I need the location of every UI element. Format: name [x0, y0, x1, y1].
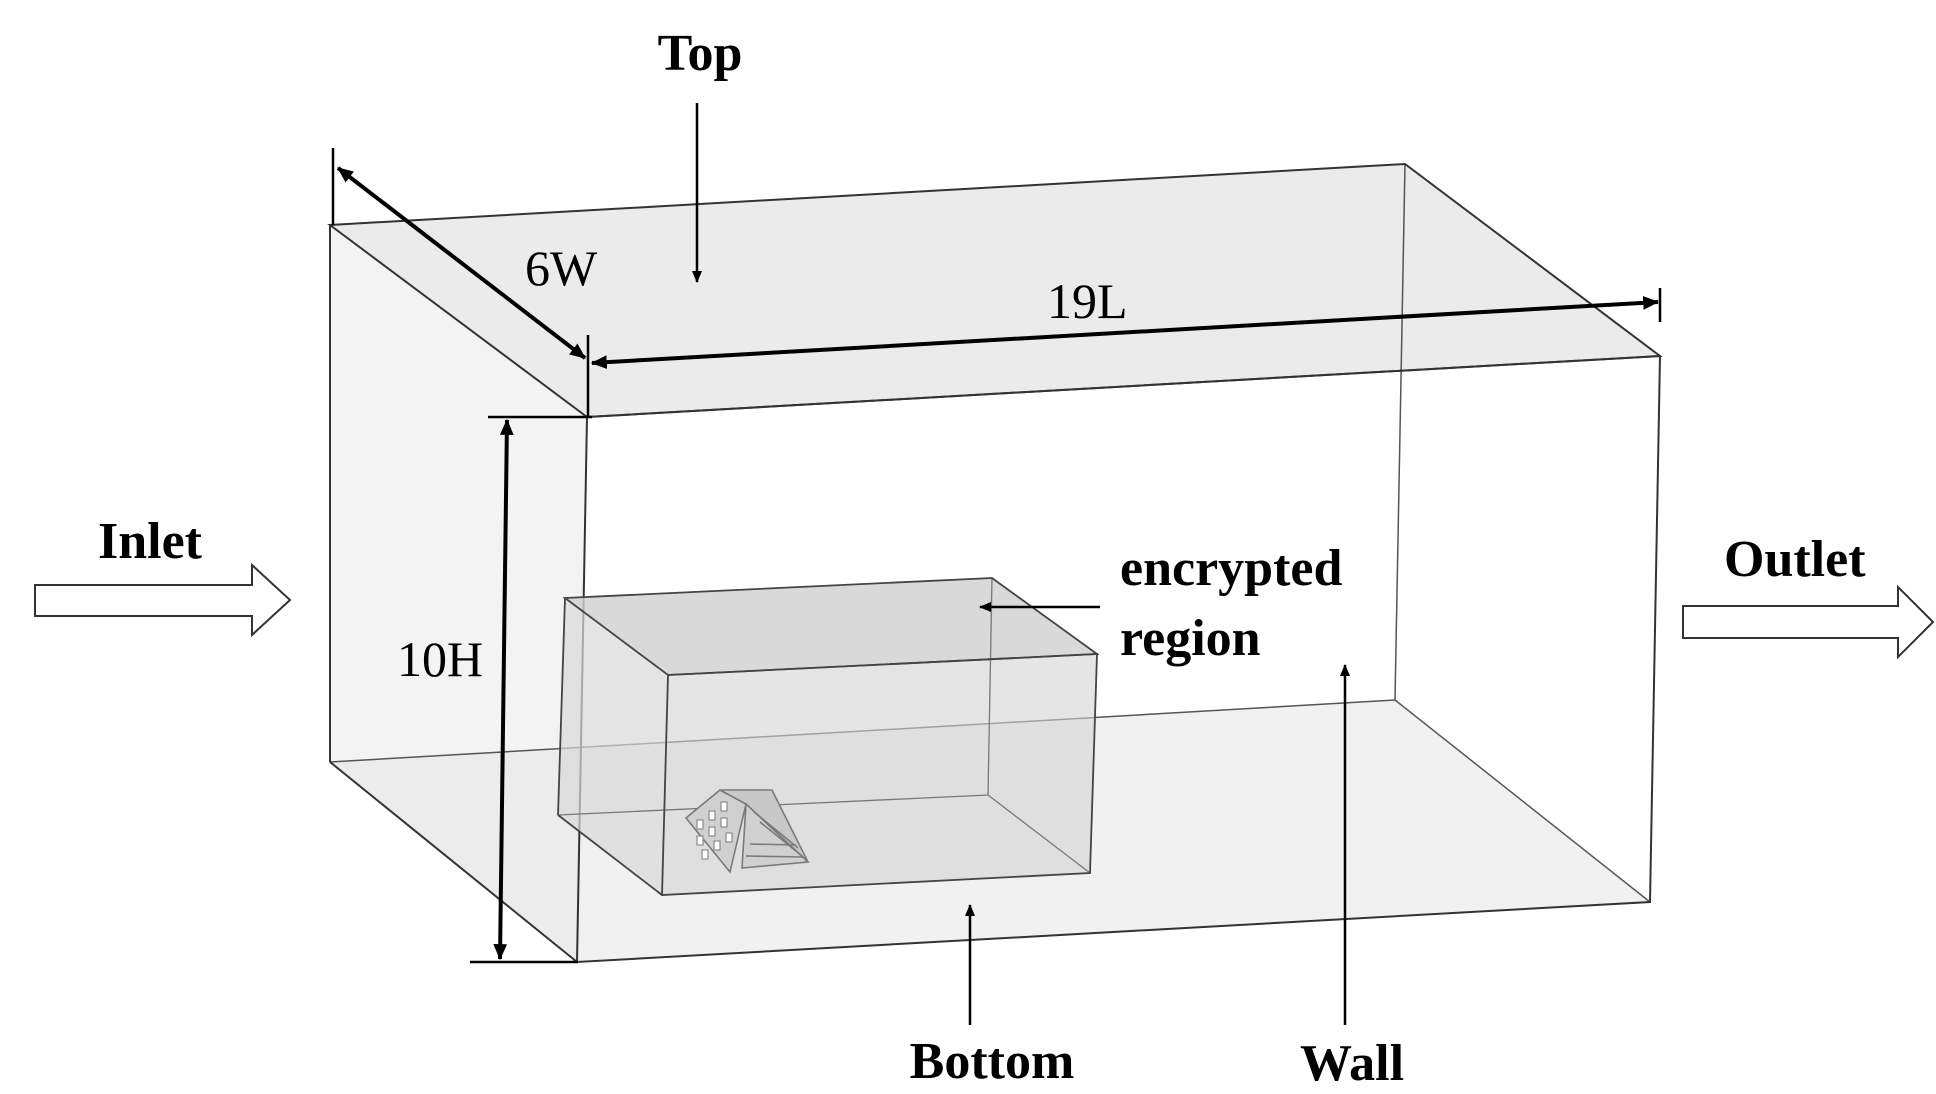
building-model	[684, 789, 810, 874]
height-dimension	[470, 415, 592, 964]
width-dimension	[331, 148, 590, 418]
outlet-flow-arrow	[1682, 584, 1935, 660]
length-dimension	[590, 288, 1662, 369]
length-label: 19L	[1047, 273, 1128, 329]
encrypted-region-label-line1: encrypted	[1120, 540, 1342, 597]
wall-label: Wall	[1300, 1035, 1404, 1092]
outlet-label: Outlet	[1724, 531, 1866, 588]
height-label: 10H	[397, 631, 483, 687]
top-label: Top	[658, 25, 743, 82]
encrypted-region-box	[557, 577, 1100, 896]
inlet-label: Inlet	[98, 513, 203, 570]
encrypted-region-label-line2: region	[1120, 610, 1261, 667]
inlet-flow-arrow	[34, 562, 292, 638]
width-label: 6W	[525, 240, 598, 296]
bottom-label: Bottom	[910, 1033, 1075, 1090]
